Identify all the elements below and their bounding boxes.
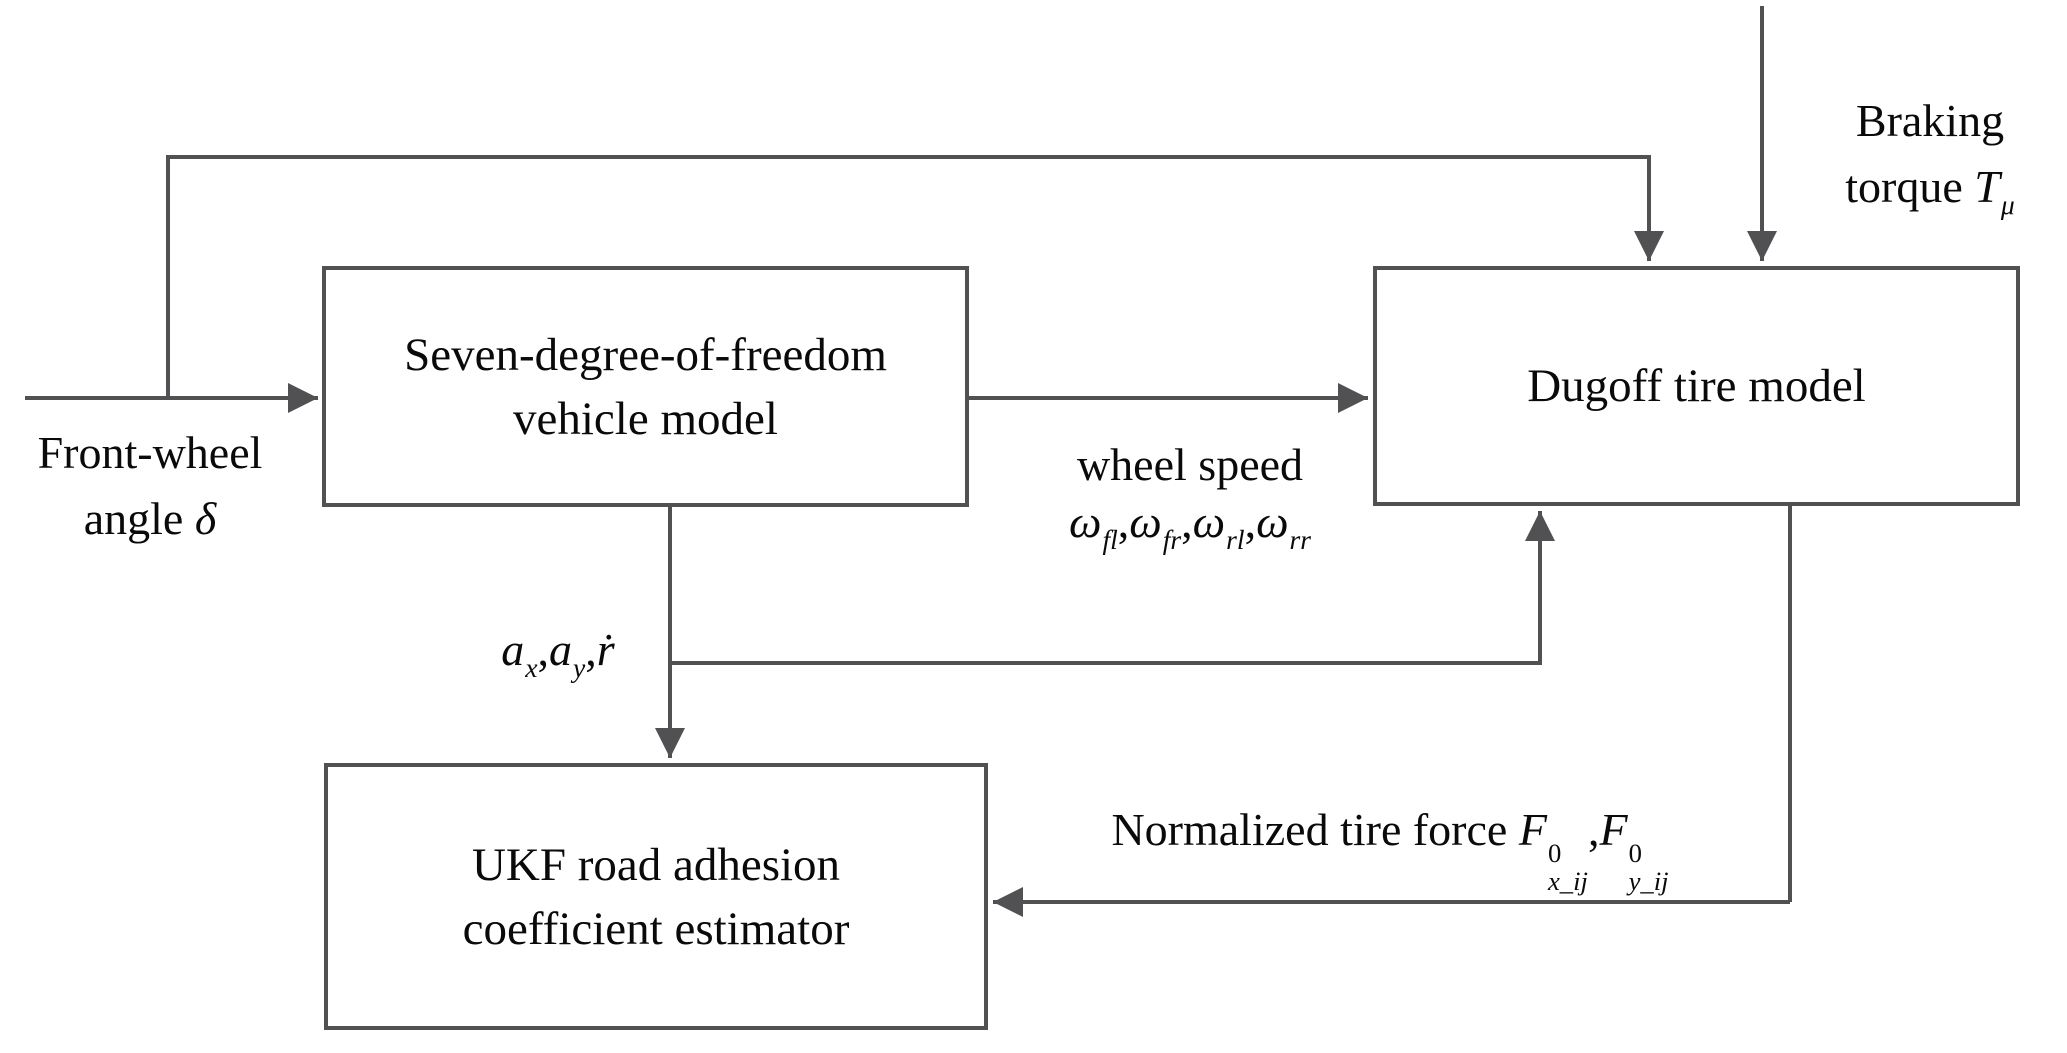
vehicle-model-label: Seven-degree-of-freedom vehicle model — [404, 323, 887, 451]
ukf-estimator-label-line1: UKF road adhesion — [471, 838, 841, 891]
wheel-speed-label: wheel speed ωfl,ωfr,ωrl,ωrr — [1012, 436, 1368, 568]
tire-model-box: Dugoff tire model — [1373, 266, 2020, 506]
wheel-speed-line1: wheel speed — [1076, 439, 1304, 490]
braking-torque-line2: torque Tμ — [1845, 161, 2015, 220]
vehicle-model-label-line2: vehicle model — [513, 392, 778, 445]
front-wheel-angle-line1: Front-wheel — [37, 427, 263, 478]
sensor-signals-label: ax,ay,ṙ — [448, 620, 668, 698]
ukf-estimator-label: UKF road adhesion coefficient estimator — [463, 833, 850, 961]
ukf-estimator-box: UKF road adhesion coefficient estimator — [324, 763, 988, 1030]
wheel-speed-line2: ωfl,ωfr,ωrl,ωrr — [1068, 496, 1312, 555]
front-wheel-angle-line2: angle δ — [83, 493, 217, 544]
ukf-estimator-label-line2: coefficient estimator — [462, 902, 850, 955]
vehicle-model-label-line1: Seven-degree-of-freedom — [404, 328, 887, 381]
front-wheel-angle-label: Front-wheel angle δ — [0, 420, 300, 552]
tire-model-label: Dugoff tire model — [1527, 354, 1866, 418]
braking-torque-line1: Braking — [1855, 95, 2005, 146]
tire-model-label-line1: Dugoff tire model — [1527, 360, 1866, 412]
braking-torque-label: Braking torque Tμ — [1770, 88, 2067, 238]
vehicle-model-box: Seven-degree-of-freedom vehicle model — [322, 266, 969, 507]
sensor-signals-line1: ax,ay,ṙ — [501, 624, 615, 683]
